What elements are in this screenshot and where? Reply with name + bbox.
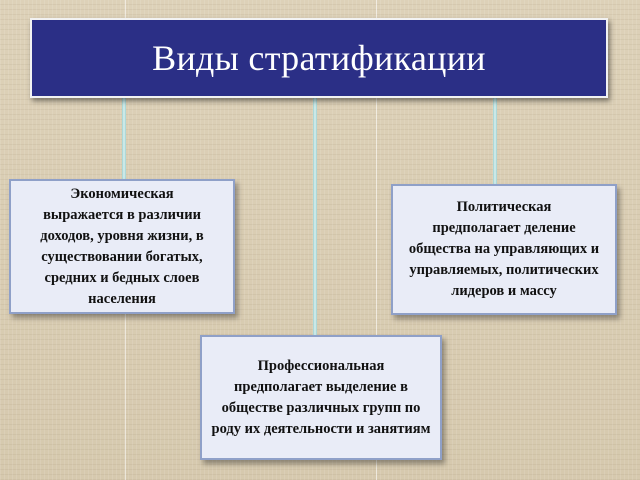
connector-political — [493, 90, 497, 186]
card-professional-body: предполагает выделение в обществе различ… — [211, 378, 431, 437]
card-political: Политическая предполагает деление общест… — [391, 184, 617, 315]
card-economic-title: Экономическая — [70, 185, 174, 202]
connector-professional — [313, 96, 317, 338]
background-line — [376, 0, 377, 480]
diagram-title: Виды стратификации — [152, 38, 486, 78]
card-political-body: предполагает деление общества на управля… — [408, 220, 600, 299]
card-professional-title: Профессиональная — [257, 357, 385, 374]
card-professional: Профессиональная предполагает выделение … — [200, 335, 442, 460]
connector-economic — [122, 96, 126, 182]
title-box: Виды стратификации — [30, 18, 608, 98]
card-political-title: Политическая — [456, 199, 552, 215]
card-economic-body: выражается в различии доходов, уровня жи… — [40, 206, 204, 307]
card-economic: Экономическая выражается в различии дохо… — [9, 179, 235, 314]
